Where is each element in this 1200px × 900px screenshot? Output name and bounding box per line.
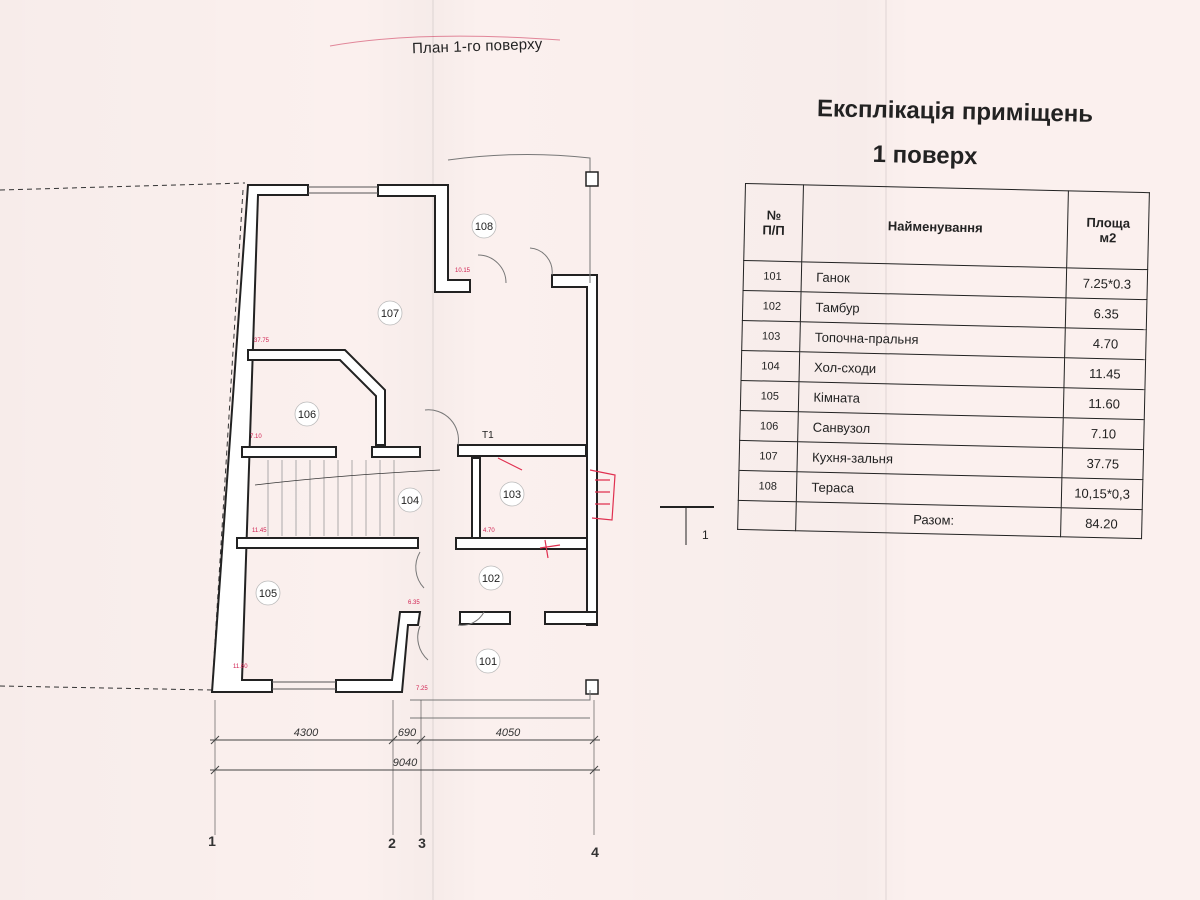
wall-south-mid bbox=[459, 611, 511, 625]
row-area: 11.60 bbox=[1063, 387, 1145, 420]
row-num: 105 bbox=[740, 380, 800, 412]
doors bbox=[415, 247, 553, 661]
section-marker-label: 1 bbox=[702, 528, 709, 542]
row-num: 106 bbox=[739, 410, 799, 442]
total-empty-cell bbox=[737, 500, 797, 531]
dimension-total: 9040 bbox=[393, 757, 418, 769]
wall-interior bbox=[457, 444, 587, 457]
area-tag: 4.70 bbox=[483, 528, 495, 534]
area-tag: 10.15 bbox=[455, 268, 471, 274]
axis-label-4: 4 bbox=[591, 844, 599, 860]
area-tag: 37.75 bbox=[254, 338, 270, 344]
wall-south-east bbox=[544, 611, 598, 625]
room-label-102: 102 bbox=[482, 573, 500, 585]
row-num: 108 bbox=[738, 470, 798, 502]
wall-west bbox=[210, 184, 309, 693]
row-num: 102 bbox=[742, 290, 802, 322]
room-markers: 108 107 106 104 103 102 105 101 bbox=[255, 213, 525, 674]
dimension-d2: 690 bbox=[398, 727, 417, 739]
row-num: 107 bbox=[738, 440, 798, 472]
room-label-106: 106 bbox=[298, 409, 316, 421]
column bbox=[585, 171, 599, 187]
pen-mark bbox=[329, 35, 561, 47]
room-label-108: 108 bbox=[475, 221, 493, 233]
axis-label-2: 2 bbox=[388, 835, 396, 851]
area-tag: 7.25 bbox=[416, 686, 428, 692]
walls bbox=[210, 184, 598, 693]
area-tag: 11.60 bbox=[233, 664, 248, 670]
dimension-d3: 4050 bbox=[496, 727, 521, 739]
area-tags: 37.75 7.10 11.45 4.70 6.35 11.60 7.25 10… bbox=[233, 268, 495, 692]
wall-interior bbox=[471, 457, 481, 541]
room-label-101: 101 bbox=[479, 656, 497, 668]
room-label-107: 107 bbox=[381, 308, 399, 320]
header-num: № П/П bbox=[743, 183, 804, 262]
explication-subtitle: 1 поверх bbox=[872, 140, 978, 171]
area-tag: 11.45 bbox=[252, 528, 267, 534]
wall-north-east bbox=[377, 184, 471, 293]
ventilation-mark: Т1 bbox=[482, 430, 494, 441]
row-area: 6.35 bbox=[1065, 297, 1147, 330]
paper-fold bbox=[885, 0, 887, 900]
row-area: 7.10 bbox=[1062, 417, 1145, 450]
wall-south bbox=[335, 611, 422, 693]
room-label-105: 105 bbox=[259, 588, 277, 600]
dimension-d1: 4300 bbox=[294, 727, 319, 739]
paper-fold bbox=[432, 0, 434, 900]
axis-label-1: 1 bbox=[208, 833, 216, 849]
row-area: 4.70 bbox=[1064, 327, 1147, 360]
wall-interior bbox=[371, 446, 421, 458]
total-label: Разом: bbox=[795, 501, 1062, 537]
explication-table: № П/П Найменування Площа м2 101 Ганок 7.… bbox=[737, 183, 1150, 539]
axis-label-3: 3 bbox=[418, 835, 426, 851]
total-value: 84.20 bbox=[1060, 507, 1143, 539]
room-label-103: 103 bbox=[503, 489, 521, 501]
row-area: 11.45 bbox=[1064, 357, 1146, 390]
header-name: Найменування bbox=[802, 184, 1069, 268]
column bbox=[585, 679, 599, 695]
room-label-104: 104 bbox=[401, 495, 419, 507]
row-area: 7.25*0.3 bbox=[1066, 267, 1148, 300]
row-num: 104 bbox=[741, 350, 800, 382]
dimension-lines bbox=[210, 700, 600, 835]
terrace-outline bbox=[447, 153, 591, 283]
porch-outline bbox=[410, 690, 591, 701]
row-area: 10,15*0,3 bbox=[1061, 477, 1143, 510]
wall-interior bbox=[241, 446, 337, 458]
header-area: Площа м2 bbox=[1066, 190, 1150, 270]
table-header-row: № П/П Найменування Площа м2 bbox=[743, 183, 1150, 270]
stairs bbox=[254, 460, 441, 536]
windows bbox=[272, 186, 378, 690]
row-area: 37.75 bbox=[1062, 447, 1144, 480]
wall-bath bbox=[247, 349, 386, 446]
wall-interior bbox=[236, 537, 419, 549]
row-num: 101 bbox=[743, 260, 803, 292]
pen-marks bbox=[497, 457, 616, 559]
site-boundary bbox=[0, 182, 246, 191]
row-num: 103 bbox=[741, 320, 801, 352]
area-tag: 7.10 bbox=[250, 434, 262, 440]
wall-interior bbox=[455, 537, 588, 550]
area-tag: 6.35 bbox=[408, 600, 420, 606]
section-marker: 1 bbox=[660, 506, 714, 545]
site-boundary bbox=[0, 685, 213, 691]
